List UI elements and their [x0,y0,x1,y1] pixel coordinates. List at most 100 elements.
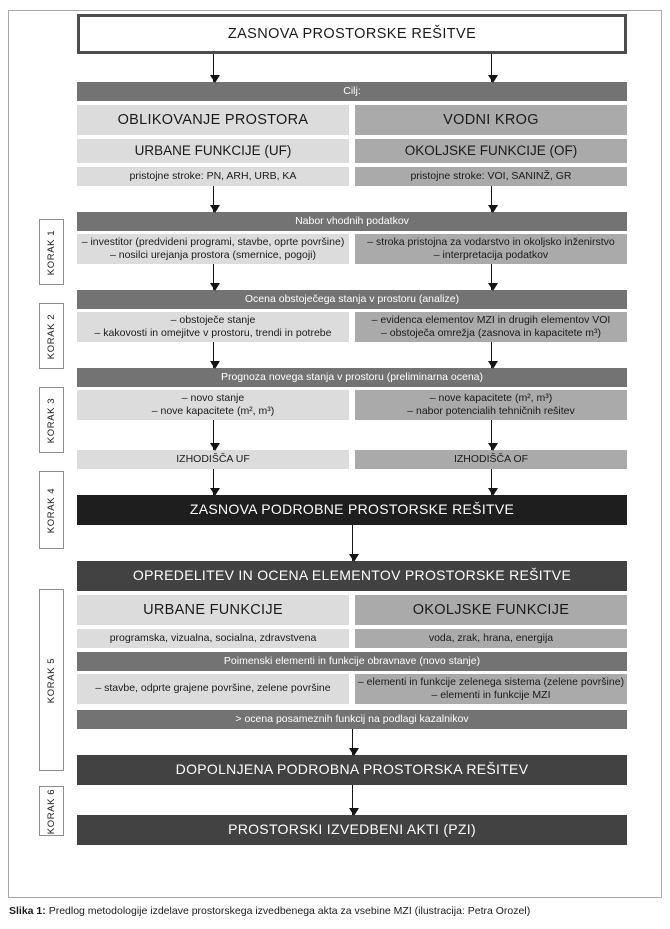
node-vodni-krog: VODNI KROG [355,105,627,135]
node-label: ZASNOVA PROSTORSKE REŠITVE [227,25,477,42]
arrow-group-title-to-cilj [77,54,627,83]
node-step3-left: – novo stanje – nove kapacitete (m², m³) [77,390,349,420]
node-label: DOPOLNJENA PODROBNA PROSTORSKA REŠITEV [175,761,529,778]
arrow-group-to-step5 [77,525,627,562]
arrow-down-icon [348,729,359,756]
node-label-line2: – nosilci urejanja prostora (smernice, p… [109,249,316,261]
node-label: OKOLJSKE FUNKCIJE [412,601,570,618]
node-label: Ocena obstoječega stanja v prostoru (ana… [244,292,460,305]
node-step1-left: – investitor (predvideni programi, stavb… [77,234,349,264]
node-pristojne-stroke-of: pristojne stroke: VOI, SANINŽ, GR [355,167,627,186]
node-oblikovanje-prostora: OBLIKOVANJE PROSTORA [77,105,349,135]
node-label: – stavbe, odprte grajene površine, zelen… [95,682,331,695]
arrow-group-to-step3 [77,342,627,369]
row-functions: URBANE FUNKCIJE (UF) OKOLJSKE FUNKCIJE (… [77,139,627,163]
node-izhodisca-of: IZHODIŠČA OF [355,450,627,469]
figure-caption: Slika 1: Predlog metodologije izdelave p… [9,905,659,917]
node-step5-named-right: – elementi in funkcije zelenega sistema … [355,674,627,704]
node-step5-items-left: programska, vizualna, socialna, zdravstv… [77,629,349,648]
row-step5-items: programska, vizualna, socialna, zdravstv… [77,629,627,648]
node-label: VODNI KROG [443,111,539,128]
node-label: URBANE FUNKCIJE [143,601,283,618]
step-label-korak-4: KORAK 4 [39,471,64,549]
arrow-down-icon [209,342,220,369]
step-label-text: KORAK 4 [46,487,58,533]
node-step1-right: – stroka pristojna za vodarstvo in okolj… [355,234,627,264]
step-label-korak-6: KORAK 6 [39,786,64,836]
row-step5-named-details: – stavbe, odprte grajene površine, zelen… [77,674,627,704]
node-step5-urbane-funkcije: URBANE FUNKCIJE [77,595,349,625]
step-label-text: KORAK 5 [46,657,58,703]
node-label: URBANE FUNKCIJE (UF) [134,143,292,159]
node-okoljske-funkcije-of: OKOLJSKE FUNKCIJE (OF) [355,139,627,163]
arrow-down-icon [487,342,498,369]
step-label-korak-5: KORAK 5 [39,589,64,771]
node-label: IZHODIŠČA UF [176,452,250,465]
arrow-down-icon [209,186,220,213]
node-label: Cilj: [343,84,361,97]
node-label: ZASNOVA PODROBNE PROSTORSKE REŠITVE [189,501,515,518]
flow-diagram: ZASNOVA PROSTORSKE REŠITVE Cilj: OBLIKOV… [77,14,627,845]
node-step3-right: – nove kapacitete (m², m³) – nabor poten… [355,390,627,420]
node-label-line2: – obstoječa omrežja (zasnova in kapacite… [380,327,602,339]
node-ocena-obstojecega-stanja: Ocena obstoječega stanja v prostoru (ana… [77,290,627,309]
node-label: OPREDELITEV IN OCENA ELEMENTOV PROSTORSK… [132,567,572,584]
node-label-line2: – kakovosti in omejitve v prostoru, tren… [94,327,332,339]
node-izhodisca-uf: IZHODIŠČA UF [77,450,349,469]
caption-prefix: Slika 1: [9,905,46,917]
arrow-down-icon [487,54,498,83]
node-label-line2: – nove kapacitete (m², m³) [151,405,275,417]
node-label-line1: – investitor (predvideni programi, stavb… [81,235,345,248]
node-step5-items-right: voda, zrak, hrana, energija [355,629,627,648]
node-label: Nabor vhodnih podatkov [295,214,409,227]
node-label-line1: – nove kapacitete (m², m³) [429,391,553,404]
arrow-group-to-step2 [77,264,627,291]
node-dopolnjena-podrobna-prostorska-resitev: DOPOLNJENA PODROBNA PROSTORSKA REŠITEV [77,755,627,785]
node-zasnova-prostorske-resitve: ZASNOVA PROSTORSKE REŠITVE [77,14,627,54]
row-step1-details: – investitor (predvideni programi, stavb… [77,234,627,264]
step-label-korak-3: KORAK 3 [39,387,64,453]
arrow-down-icon [487,469,498,496]
node-step2-right: – evidenca elementov MZI in drugih eleme… [355,312,627,342]
node-label: > ocena posameznih funkcij na podlagi ka… [235,712,469,725]
arrow-down-icon [209,420,220,451]
row-professions: pristojne stroke: PN, ARH, URB, KA prist… [77,167,627,186]
node-label: Poimenski elementi in funkcije obravnave… [223,654,481,667]
step-label-text: KORAK 1 [46,229,58,275]
arrow-down-icon [209,264,220,291]
node-label-line2: – nabor potencialih tehničnih rešitev [407,405,575,417]
arrow-group-to-step6 [77,729,627,756]
arrow-group-to-final [77,785,627,816]
node-cilj: Cilj: [77,82,627,101]
arrow-group-to-step4 [77,420,627,451]
node-label: PROSTORSKI IZVEDBENI AKTI (PZI) [228,821,476,838]
arrow-down-icon [209,54,220,83]
node-step5-named-left: – stavbe, odprte grajene površine, zelen… [77,674,349,704]
node-zasnova-podrobne-prostorske-resitve: ZASNOVA PODROBNE PROSTORSKE REŠITVE [77,495,627,525]
node-label: Prognoza novega stanja v prostoru (preli… [220,370,484,383]
arrow-group-to-zasnova-podrobne [77,469,627,496]
node-opredelitev-in-ocena-elementov: OPREDELITEV IN OCENA ELEMENTOV PROSTORSK… [77,561,627,591]
row-step2-details: – obstoječe stanje – kakovosti in omejit… [77,312,627,342]
node-label-line2: – interpretacija podatkov [433,249,549,261]
row-step5-functions: URBANE FUNKCIJE OKOLJSKE FUNKCIJE [77,595,627,625]
node-label-line1: – novo stanje [181,391,245,404]
node-label-line1: – obstoječe stanje [170,313,256,326]
node-poimenski-elementi: Poimenski elementi in funkcije obravnave… [77,652,627,671]
arrow-down-icon [487,264,498,291]
node-label: IZHODIŠČA OF [453,452,529,465]
row-goals: OBLIKOVANJE PROSTORA VODNI KROG [77,105,627,135]
step-label-text: KORAK 2 [46,313,58,359]
node-label: OBLIKOVANJE PROSTORA [117,111,309,128]
step-label-korak-2: KORAK 2 [39,303,64,369]
step-label-korak-1: KORAK 1 [39,219,64,285]
node-step5-okoljske-funkcije: OKOLJSKE FUNKCIJE [355,595,627,625]
arrow-down-icon [348,785,359,816]
step-label-text: KORAK 6 [46,788,58,834]
arrow-down-icon [348,525,359,562]
arrow-down-icon [209,469,220,496]
node-urbane-funkcije-uf: URBANE FUNKCIJE (UF) [77,139,349,163]
node-ocena-posameznih-funkcij: > ocena posameznih funkcij na podlagi ka… [77,710,627,729]
row-step4-izhodisca: IZHODIŠČA UF IZHODIŠČA OF [77,450,627,469]
